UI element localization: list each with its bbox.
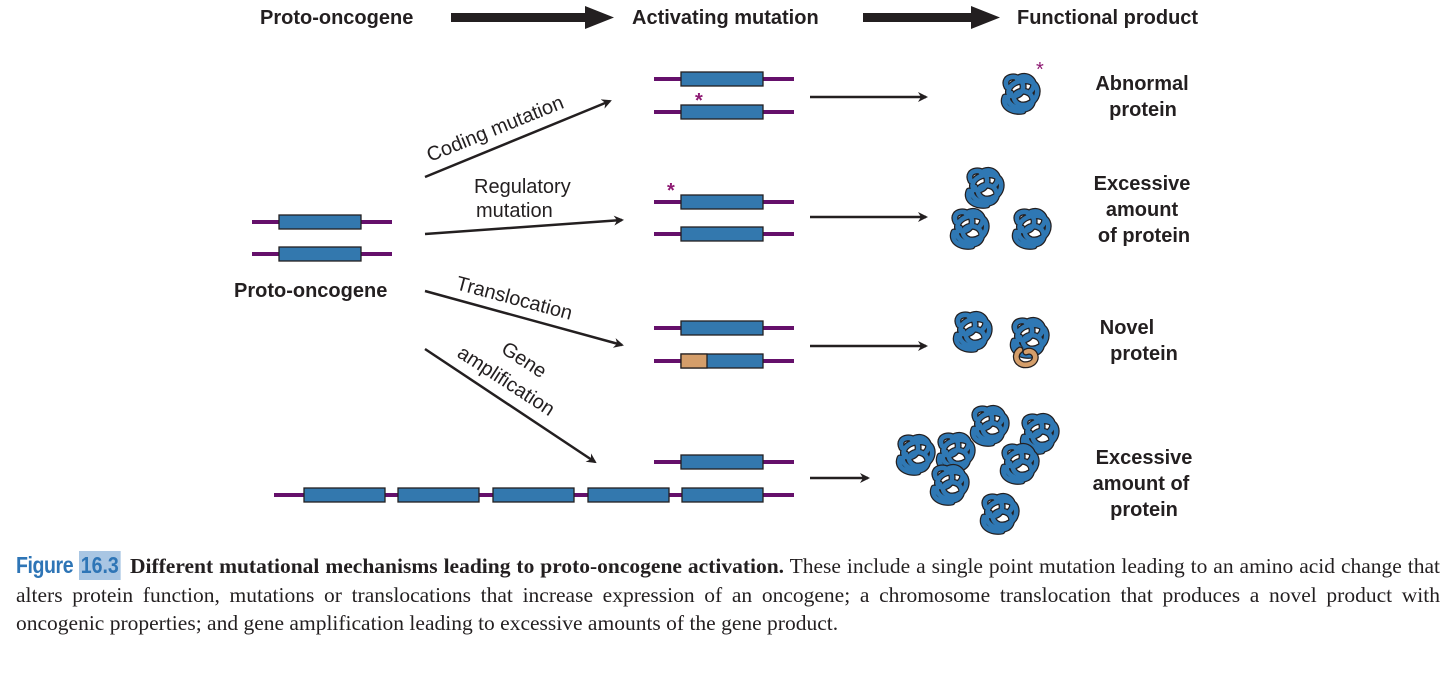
coding-mutation-genes: *	[652, 70, 796, 121]
caption-figure-word: Figure	[16, 552, 74, 578]
source-label: Proto-oncogene	[234, 280, 387, 302]
amplification-product-label-line-2: amount of	[1093, 473, 1190, 495]
header-activating-mutation: Activating mutation	[632, 7, 819, 29]
regulatory-mutation-genes: *	[652, 180, 796, 243]
amplified-copy	[492, 487, 575, 503]
point-mutation-marker: *	[695, 90, 703, 112]
novel-protein-icon	[956, 314, 1046, 369]
amplified-genes	[274, 453, 796, 503]
translocation-genes	[652, 319, 796, 369]
regulatory-mutation-arrow	[424, 215, 624, 236]
translocation-label: Translocation	[454, 273, 575, 325]
coding-mutation-label: Coding mutation	[424, 92, 567, 167]
header-proto-oncogene: Proto-oncogene	[260, 7, 413, 29]
figure-caption: Figure 16.3 Different mutational mechani…	[16, 551, 1440, 638]
caption-title: Different mutational mechanisms leading …	[129, 554, 785, 578]
regulatory-mutation-marker: *	[667, 180, 675, 202]
amplification-product-label-line-3: protein	[1110, 499, 1178, 521]
novel-protein-label-line-2: protein	[1110, 343, 1178, 365]
svg-text:*: *	[1036, 59, 1044, 81]
novel-protein-label-line-1: Novel	[1100, 317, 1154, 339]
header-functional-product: Functional product	[1017, 7, 1198, 29]
amplified-copy	[587, 487, 670, 503]
coding-mutation-arrow	[424, 99, 612, 179]
header-arrow-2	[863, 6, 1000, 29]
amplified-copy	[303, 487, 386, 503]
source-gene-allele-2	[250, 245, 394, 263]
diagram: Proto-oncogene Activating mutation Funct…	[234, 6, 1198, 545]
excessive-protein-icon	[953, 170, 1048, 246]
abnormal-protein-label-line-2: protein	[1109, 99, 1177, 121]
amplification-product-label-line-1: Excessive	[1096, 447, 1193, 469]
amplified-copy	[397, 487, 480, 503]
fused-segment	[680, 353, 708, 369]
regulatory-mutation-label-line-2: mutation	[476, 200, 553, 222]
gene-amplification-arrow	[424, 347, 597, 464]
caption-body: These include a single point mutation le…	[16, 554, 1441, 636]
abnormal-protein-label-line-1: Abnormal	[1095, 73, 1188, 95]
header-arrow-1	[451, 6, 614, 29]
caption-figure-number: 16.3	[79, 551, 121, 580]
regulatory-mutation-label-line-1: Regulatory	[474, 176, 571, 198]
source-gene-allele-1	[250, 213, 394, 231]
translocation-arrow	[424, 289, 624, 348]
excessive-protein-cluster-icon	[899, 408, 1056, 531]
excessive-protein-label-line-3: of protein	[1098, 225, 1190, 247]
amplified-copy	[681, 487, 764, 503]
source-gene-pair	[250, 213, 394, 263]
abnormal-protein-icon: *	[1004, 59, 1044, 111]
excessive-protein-label-line-1: Excessive	[1094, 173, 1191, 195]
excessive-protein-label-line-2: amount	[1106, 199, 1179, 221]
